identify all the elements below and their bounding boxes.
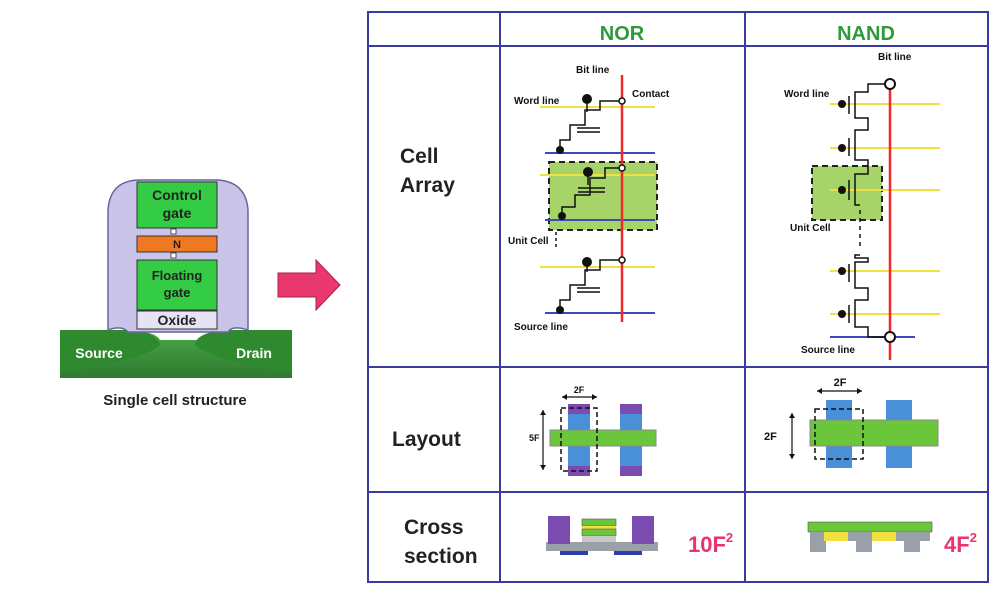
nor-xs-substrate	[546, 542, 658, 551]
right-arrow	[277, 258, 341, 312]
nand-layout-height-label: 2F	[764, 431, 777, 443]
nor-cross-section: 10F2	[546, 516, 733, 557]
nor-transistor	[559, 259, 622, 310]
nand-gate-node	[838, 310, 846, 318]
oxide-label: Oxide	[158, 312, 197, 328]
nand-cross-section: 4F2	[807, 521, 977, 557]
nand-layout: 2F 2F	[764, 377, 939, 468]
nor-xs-floating-gate	[581, 528, 617, 537]
nor-gate-node	[582, 257, 592, 267]
connector	[170, 252, 177, 259]
floating-gate-label-1: Floating	[152, 268, 203, 283]
source-region	[60, 330, 160, 372]
connector	[170, 228, 177, 235]
nand-gate-node	[838, 144, 846, 152]
nand-layout-cell	[814, 408, 864, 460]
nand-gate-node	[838, 267, 846, 275]
nor-bit-line-label: Bit line	[576, 65, 610, 76]
nor-layout-width-label: 2F	[574, 385, 585, 395]
header-nor: NOR	[600, 23, 645, 45]
control-gate-label-1: Control	[152, 187, 202, 203]
nor-xs-oxide	[582, 536, 616, 542]
nor-layout-contact	[620, 404, 642, 414]
nand-cell-array: Bit line Word line Unit Cell Source line	[784, 52, 940, 360]
row-label-cell-array-2: Array	[400, 174, 455, 197]
nand-chain	[848, 83, 890, 338]
floating-gate	[136, 259, 218, 311]
nand-xs-gate-layer	[807, 521, 933, 533]
nand-layout-height-arrows	[789, 413, 795, 459]
source-label: Source	[75, 345, 123, 361]
nand-bit-contact	[884, 78, 896, 90]
row-label-cross-section-2: section	[404, 545, 478, 568]
header-nand: NAND	[837, 23, 895, 45]
nor-contact	[618, 164, 626, 172]
nor-contact-label: Contact	[632, 89, 670, 100]
nor-source-node	[556, 306, 564, 314]
n-layer	[136, 235, 218, 253]
nand-unit-cell-box	[811, 165, 883, 221]
nor-source-line-label: Source line	[514, 322, 568, 333]
nor-xs-contact-right	[632, 516, 654, 544]
nor-xs-contact-left	[548, 516, 570, 544]
nor-layout-contact	[568, 404, 590, 414]
floating-gate-label-2: gate	[164, 285, 191, 300]
nand-xs-substrate	[810, 532, 930, 541]
nor-source-node	[556, 146, 564, 154]
nand-layout-width-arrows	[817, 388, 862, 394]
nor-xs-source	[560, 551, 588, 555]
nor-layout-contact	[620, 466, 642, 476]
nand-xs-cell	[872, 532, 896, 541]
nand-word-line-label: Word line	[784, 89, 830, 100]
nor-layout-gate	[549, 429, 657, 447]
nand-gate-node	[838, 100, 846, 108]
nor-gate-node	[583, 167, 593, 177]
nor-word-line-label: Word line	[514, 96, 560, 107]
nand-area-label: 4F2	[944, 530, 977, 557]
nor-contact	[618, 256, 626, 264]
nor-unit-cell-box	[548, 161, 658, 231]
nand-xs-post	[810, 541, 826, 552]
row-label-layout: Layout	[392, 428, 461, 451]
nand-source-contact	[884, 331, 896, 343]
nor-gate-node	[582, 94, 592, 104]
row-label-cell-array-1: Cell	[400, 145, 439, 168]
drain-region	[195, 330, 292, 372]
nand-xs-post	[856, 541, 872, 552]
nor-layout-height-label: 5F	[529, 433, 540, 443]
nor-xs-control-gate	[581, 518, 617, 527]
nand-layout-width-label: 2F	[834, 377, 847, 389]
nand-bit-line-label: Bit line	[878, 52, 912, 63]
row-label-cross-section-1: Cross	[404, 516, 464, 539]
nand-gate-node	[838, 186, 846, 194]
comparison-table	[367, 11, 989, 583]
nor-source-node	[558, 212, 566, 220]
nor-unit-cell-label: Unit Cell	[508, 236, 549, 247]
nand-xs-cell	[824, 532, 848, 541]
nand-xs-post	[904, 541, 920, 552]
nor-contact	[618, 97, 626, 105]
control-gate-label-2: gate	[163, 205, 192, 221]
single-cell-structure: Source Drain Control gate N Floating gat…	[60, 179, 292, 409]
oxide	[136, 310, 218, 330]
control-gate	[136, 181, 218, 229]
drain-label: Drain	[236, 345, 272, 361]
nor-xs-dielectric	[582, 526, 616, 529]
nand-source-line-label: Source line	[801, 345, 855, 356]
nor-layout: 2F 5F	[529, 385, 657, 476]
nand-unit-cell-label: Unit Cell	[790, 223, 831, 234]
n-layer-label: N	[173, 239, 181, 251]
single-cell-caption: Single cell structure	[103, 392, 246, 409]
nor-xs-drain	[614, 551, 642, 555]
nand-layout-gate	[809, 419, 939, 447]
nor-layout-cell	[560, 407, 598, 472]
nor-area-label: 10F2	[688, 530, 733, 557]
nor-cell-array: Bit line Contact Word line Unit Cell Sou…	[508, 65, 670, 333]
